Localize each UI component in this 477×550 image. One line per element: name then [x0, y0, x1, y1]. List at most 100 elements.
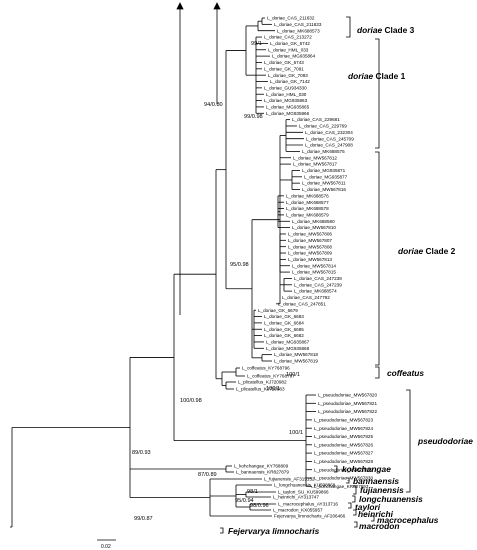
support-clade3: 99/1 — [251, 41, 262, 47]
leaf-label: L_doriae_GK_6684 — [264, 320, 304, 325]
support-coffeatus: 100/1 — [286, 372, 300, 378]
clade-label-taylori: taylori — [355, 502, 381, 512]
leaf-label: L_doriae_MK688576 — [286, 193, 329, 198]
support-taylori: 98/0.96 — [250, 503, 269, 509]
leaf-label: L_pseudodoriae_MW567828 — [314, 459, 373, 464]
support-group-a: 100/0.98 — [180, 398, 202, 404]
leaf-label: L_doriae_MW567812 — [293, 155, 337, 160]
leaf-label: L_coffeatus_KY768797 — [247, 374, 295, 379]
clade-label-longchuanensis: longchuanensis — [359, 494, 423, 504]
leaf-label: L_pseudodoriae_MW567823 — [314, 418, 373, 423]
leaf-label: L_plicatellus_KJ720983 — [236, 387, 285, 392]
leaf-label: L_doriae_MW567811 — [302, 181, 346, 186]
leaf-label: Fejervarya_limnocharis_AF206466 — [274, 514, 346, 519]
support-pseudodoriae: 100/1 — [289, 430, 303, 436]
leaf-label: L_doriae_CAS_247238 — [294, 276, 342, 281]
leaf-label: L_doriae_CAS_213272 — [264, 35, 312, 40]
leaf-label: L_macrocephalus_AY313716 — [278, 502, 338, 507]
support-plicatellus: 100/1 — [266, 386, 280, 392]
leaf-label: L_pseudodoriae_MW567827 — [314, 451, 373, 456]
leaf-label: L_doriae_GU934330 — [264, 85, 307, 90]
clade-label-kohchangae: kohchangae — [342, 464, 391, 474]
leaf-label: L_doriae_CAS_229769 — [299, 124, 347, 129]
leaf-label: L_doriae_MK688574 — [294, 289, 337, 294]
leaf-label: L_doriae_MG935863 — [264, 98, 308, 103]
leaf-label: L_pseudodoriae_MW567820 — [318, 393, 377, 398]
leaf-label: L_doriae_HML_033 — [268, 47, 309, 52]
clade-label-macrodon: macrodon — [359, 521, 400, 531]
leaf-label: L_doriae_CAS_247792 — [282, 295, 330, 300]
leaf-label: L_doriae_MK688577 — [286, 200, 329, 205]
leaf-label: L_taylori_SU_KU599866 — [278, 490, 329, 495]
leaf-label: L_doriae_CAS_247851 — [278, 301, 326, 306]
leaf-label: L_doriae_MW567810 — [292, 225, 336, 230]
support-kohchangae: 87/0.89 — [198, 472, 217, 478]
leaf-label: L_doriae_GK_6679 — [258, 308, 298, 313]
support-bannaensis: 98/1 — [247, 489, 258, 495]
tree-branches — [10, 17, 316, 528]
leaf-label: L_pseudodoriae_MW567824 — [314, 426, 373, 431]
support-ingroup: 89/0.93 — [132, 450, 151, 456]
leaf-label: L_doriae_GK_6685 — [264, 327, 304, 332]
support-clade1: 99/0.98 — [244, 114, 263, 120]
support-outgroup: 99/0.87 — [134, 516, 153, 522]
leaf-label: L_pseudodoriae_MW567829 — [314, 467, 373, 472]
leaf-label: L_doriae_GK_6742 — [270, 41, 310, 46]
leaf-label: L_bannaensis_KR827879 — [236, 470, 289, 475]
leaf-label: L_doriae_MW567819 — [274, 359, 318, 364]
leaf-label: L_doriae_CAS_229681 — [292, 117, 340, 122]
leaf-label: L_plicatellus_KJ720982 — [238, 380, 287, 385]
leaf-label: L_doriae_MW567807 — [288, 238, 332, 243]
clade-label-doriae-1: doriae Clade 1 — [348, 71, 406, 81]
leaf-label: L_doriae_CAS_211633 — [274, 22, 322, 27]
leaf-label: L_doriae_MW567815 — [292, 270, 336, 275]
leaf-label: L_doriae_HML_030 — [266, 92, 307, 97]
support-doriae: 94/0.80 — [204, 102, 223, 108]
leaf-label: L_doriae_MG935865 — [266, 105, 310, 110]
leaf-label: L_doriae_MW567817 — [293, 162, 337, 167]
truncation-arrows — [176, 2, 221, 315]
leaf-label: L_doriae_GK_7142 — [270, 79, 310, 84]
leaf-label: L_kohchangae_KR827893 — [314, 484, 369, 489]
clade-label-doriae-2: doriae Clade 2 — [398, 246, 456, 256]
leaf-label: L_doriae_MW567806 — [288, 232, 332, 237]
leaf-label: L_coffeatus_KY768796 — [242, 366, 290, 371]
leaf-label: L_doriae_MW567813 — [288, 257, 332, 262]
leaf-label: L_doriae_GK_7093 — [268, 73, 308, 78]
leaf-label: L_doriae_GK_6682 — [264, 333, 304, 338]
leaf-label: L_doriae_MG935866 — [266, 111, 310, 116]
leaf-label: L_doriae_MW567809 — [288, 251, 332, 256]
clade-label-pseudodoriae: pseudodoriae — [417, 436, 473, 446]
clade-label-fujianensis: fujianensis — [360, 485, 404, 495]
clade-label-heinrichi: heinrichi — [358, 509, 394, 519]
leaf-label: L_doriae_MG935877 — [304, 174, 348, 179]
leaf-label: L_doriae_CAS_232304 — [305, 130, 353, 135]
leaf-label: L_doriae_MW567808 — [288, 244, 332, 249]
leaf-label: L_doriae_MK688573 — [277, 28, 320, 33]
leaf-label: L_kohchangae_KY768809 — [234, 464, 289, 469]
leaf-label: L_longchuanensis_KU598868 — [274, 483, 336, 488]
clade-brackets — [220, 16, 411, 534]
leaf-label: L_doriae_MK688578 — [286, 206, 329, 211]
leaf-label: L_doriae_MG935867 — [266, 340, 310, 345]
clade-label-bannaensis: bannaensis — [353, 476, 399, 486]
clade-label-doriae-3: doriae Clade 3 — [357, 25, 415, 35]
leaf-label: L_macrodon_KX055957 — [273, 508, 323, 513]
leaf-label: L_doriae_CAS_247908 — [305, 143, 353, 148]
scale-bar-label: 0.02 — [101, 544, 111, 550]
leaf-label: L_doriae_GK_6743 — [264, 60, 304, 65]
leaf-label: L_doriae_MK688579 — [286, 213, 329, 218]
leaf-label: L_doriae_CAS_247239 — [294, 282, 342, 287]
leaf-label: L_doriae_GK_7091 — [264, 66, 304, 71]
leaf-label: L_fujianensis_AF315152 — [264, 477, 315, 482]
support-clade2: 95/0.98 — [230, 262, 249, 268]
support-longchuanensis: 95/0.94 — [235, 498, 254, 504]
leaf-label: L_pseudodoriae_MW567830 — [314, 476, 373, 481]
leaf-label: L_pseudodoriae_MW567825 — [314, 434, 373, 439]
leaf-label: L_doriae_MG935871 — [302, 168, 346, 173]
clade-label-fejervarya: Fejervarya limnocharis — [228, 526, 320, 536]
leaf-label: L_doriae_MK688575 — [302, 149, 345, 154]
leaf-label: L_doriae_CAS_211632 — [267, 16, 315, 21]
